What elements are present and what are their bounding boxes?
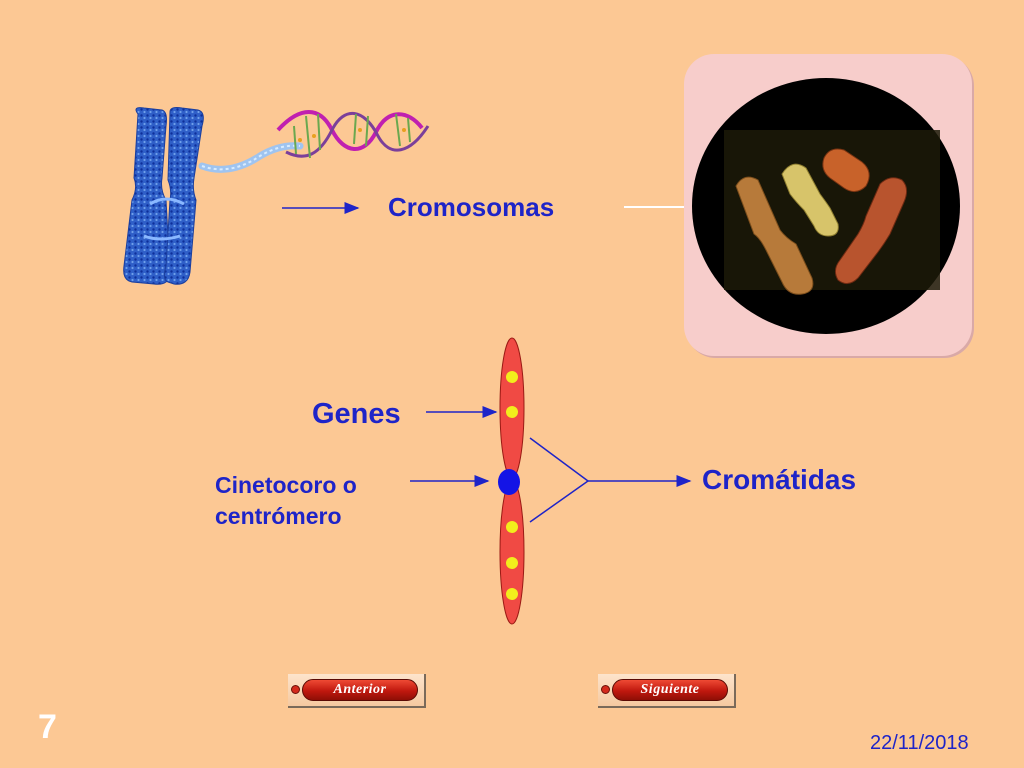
- centromere-dot: [498, 469, 520, 495]
- siguiente-button-label: Siguiente: [612, 679, 728, 701]
- chromosome-red-icon: [834, 177, 908, 284]
- slide-date: 22/11/2018: [870, 732, 969, 754]
- label-cromosomas: Cromosomas: [388, 192, 555, 222]
- micrograph-image: [692, 78, 960, 334]
- bullet-dot-icon: [601, 685, 610, 694]
- gene-dot: [506, 406, 518, 418]
- gene-dot: [506, 371, 518, 383]
- dna-strand-icon: [198, 110, 430, 173]
- chromosome-brown-icon: [822, 148, 870, 192]
- chromosome-orange-icon: [735, 176, 814, 295]
- gene-dot: [506, 588, 518, 600]
- chromatid-lower-arm: [499, 479, 525, 625]
- slide-number: 7: [38, 708, 57, 746]
- label-cinetocoro-line1: Cinetocoro o: [215, 472, 357, 498]
- blue-chromosome-icon: [123, 107, 204, 285]
- gene-dot: [506, 557, 518, 569]
- anterior-button[interactable]: Anterior: [288, 674, 426, 708]
- label-cinetocoro-line2: centrómero: [215, 503, 342, 529]
- label-genes: Genes: [312, 398, 401, 430]
- chromosome-dna-illustration: [123, 107, 430, 285]
- chromosome-yellow-icon: [781, 163, 839, 237]
- micrograph-frame: [684, 54, 972, 356]
- bullet-dot-icon: [291, 685, 300, 694]
- gene-dot: [506, 521, 518, 533]
- label-cinetocoro: Cinetocoro o centrómero: [215, 470, 357, 532]
- anterior-button-label: Anterior: [302, 679, 418, 701]
- label-cromatidas: Cromátidas: [702, 464, 857, 495]
- bracket-cromatidas: [529, 437, 590, 523]
- siguiente-button[interactable]: Siguiente: [598, 674, 736, 708]
- chromatid-diagram: [498, 337, 525, 625]
